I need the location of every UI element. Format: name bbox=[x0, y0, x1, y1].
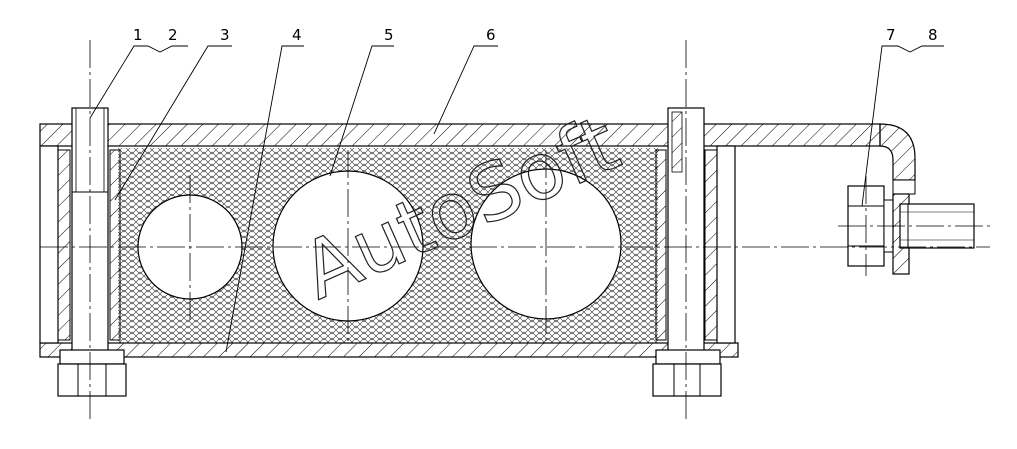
leader-lines bbox=[89, 45, 944, 353]
right-bolt bbox=[652, 107, 722, 397]
callout-4: 4 bbox=[292, 26, 302, 44]
center-lines bbox=[40, 40, 990, 422]
callout-8: 8 bbox=[928, 26, 938, 44]
callout-1: 1 bbox=[133, 26, 143, 44]
bottom-wall bbox=[39, 342, 739, 358]
callout-labels: 1 2 3 4 5 6 7 8 bbox=[133, 26, 938, 44]
callout-6: 6 bbox=[486, 26, 496, 44]
left-end-plate bbox=[39, 145, 121, 344]
right-end-plate bbox=[655, 145, 736, 344]
callout-5: 5 bbox=[384, 26, 394, 44]
callout-3: 3 bbox=[220, 26, 230, 44]
callout-2: 2 bbox=[168, 26, 178, 44]
callout-7: 7 bbox=[886, 26, 896, 44]
